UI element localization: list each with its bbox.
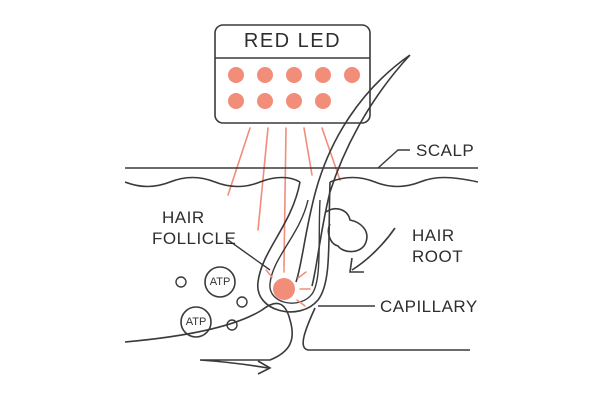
follicle-sheath-outer	[257, 181, 331, 313]
hair-follicle-label-line-1: HAIR	[162, 208, 205, 227]
tissue-flow-arrowhead	[257, 360, 272, 375]
light-ray	[303, 127, 313, 176]
dermal-papilla-glow	[273, 278, 295, 300]
hair-root-label: HAIR ROOT	[412, 225, 463, 267]
hair-root-label-line-1: HAIR	[412, 226, 455, 245]
scalp-label: SCALP	[416, 141, 475, 160]
epidermis-wavy-line	[124, 176, 479, 188]
hair-root-label-line-2: ROOT	[412, 247, 464, 266]
atp-label: ATP	[209, 276, 231, 288]
capillary-vessel	[302, 307, 470, 351]
led-panel-title: RED LED	[243, 30, 342, 52]
atp-label: ATP	[185, 316, 207, 328]
led-dots-group	[228, 67, 360, 109]
small-bubble	[175, 276, 187, 288]
light-ray	[257, 127, 269, 231]
light-ray	[227, 127, 251, 196]
led-dot	[344, 67, 360, 83]
led-panel-box	[214, 24, 371, 124]
led-dot	[315, 67, 331, 83]
follicle-leader-line	[227, 239, 271, 271]
led-dot	[228, 93, 244, 109]
follicle-sheath-inner	[269, 199, 321, 304]
atp-molecule-circle	[180, 306, 212, 338]
led-light-rays	[227, 127, 341, 266]
led-dot	[228, 67, 244, 83]
hair-follicle-label-line-2: FOLLICLE	[152, 229, 237, 248]
hair-follicle-label: HAIR FOLLICLE	[152, 207, 236, 249]
led-dot	[257, 67, 273, 83]
led-dot	[286, 93, 302, 109]
led-dot	[286, 67, 302, 83]
led-dot	[315, 93, 331, 109]
small-bubble	[226, 319, 238, 331]
hair-root-arrow	[351, 227, 396, 271]
capillary-label: CAPILLARY	[380, 297, 478, 316]
small-bubble	[236, 296, 248, 308]
glow-rays	[265, 263, 311, 307]
sebaceous-gland	[325, 208, 368, 253]
hair-strand	[295, 54, 411, 287]
hair-root-arrowhead	[349, 257, 364, 273]
light-ray	[283, 127, 287, 266]
scalp-leader-line	[377, 149, 410, 169]
tissue-flow-curve	[124, 302, 294, 369]
led-dot	[257, 93, 273, 109]
atp-molecule-circle	[204, 266, 236, 298]
